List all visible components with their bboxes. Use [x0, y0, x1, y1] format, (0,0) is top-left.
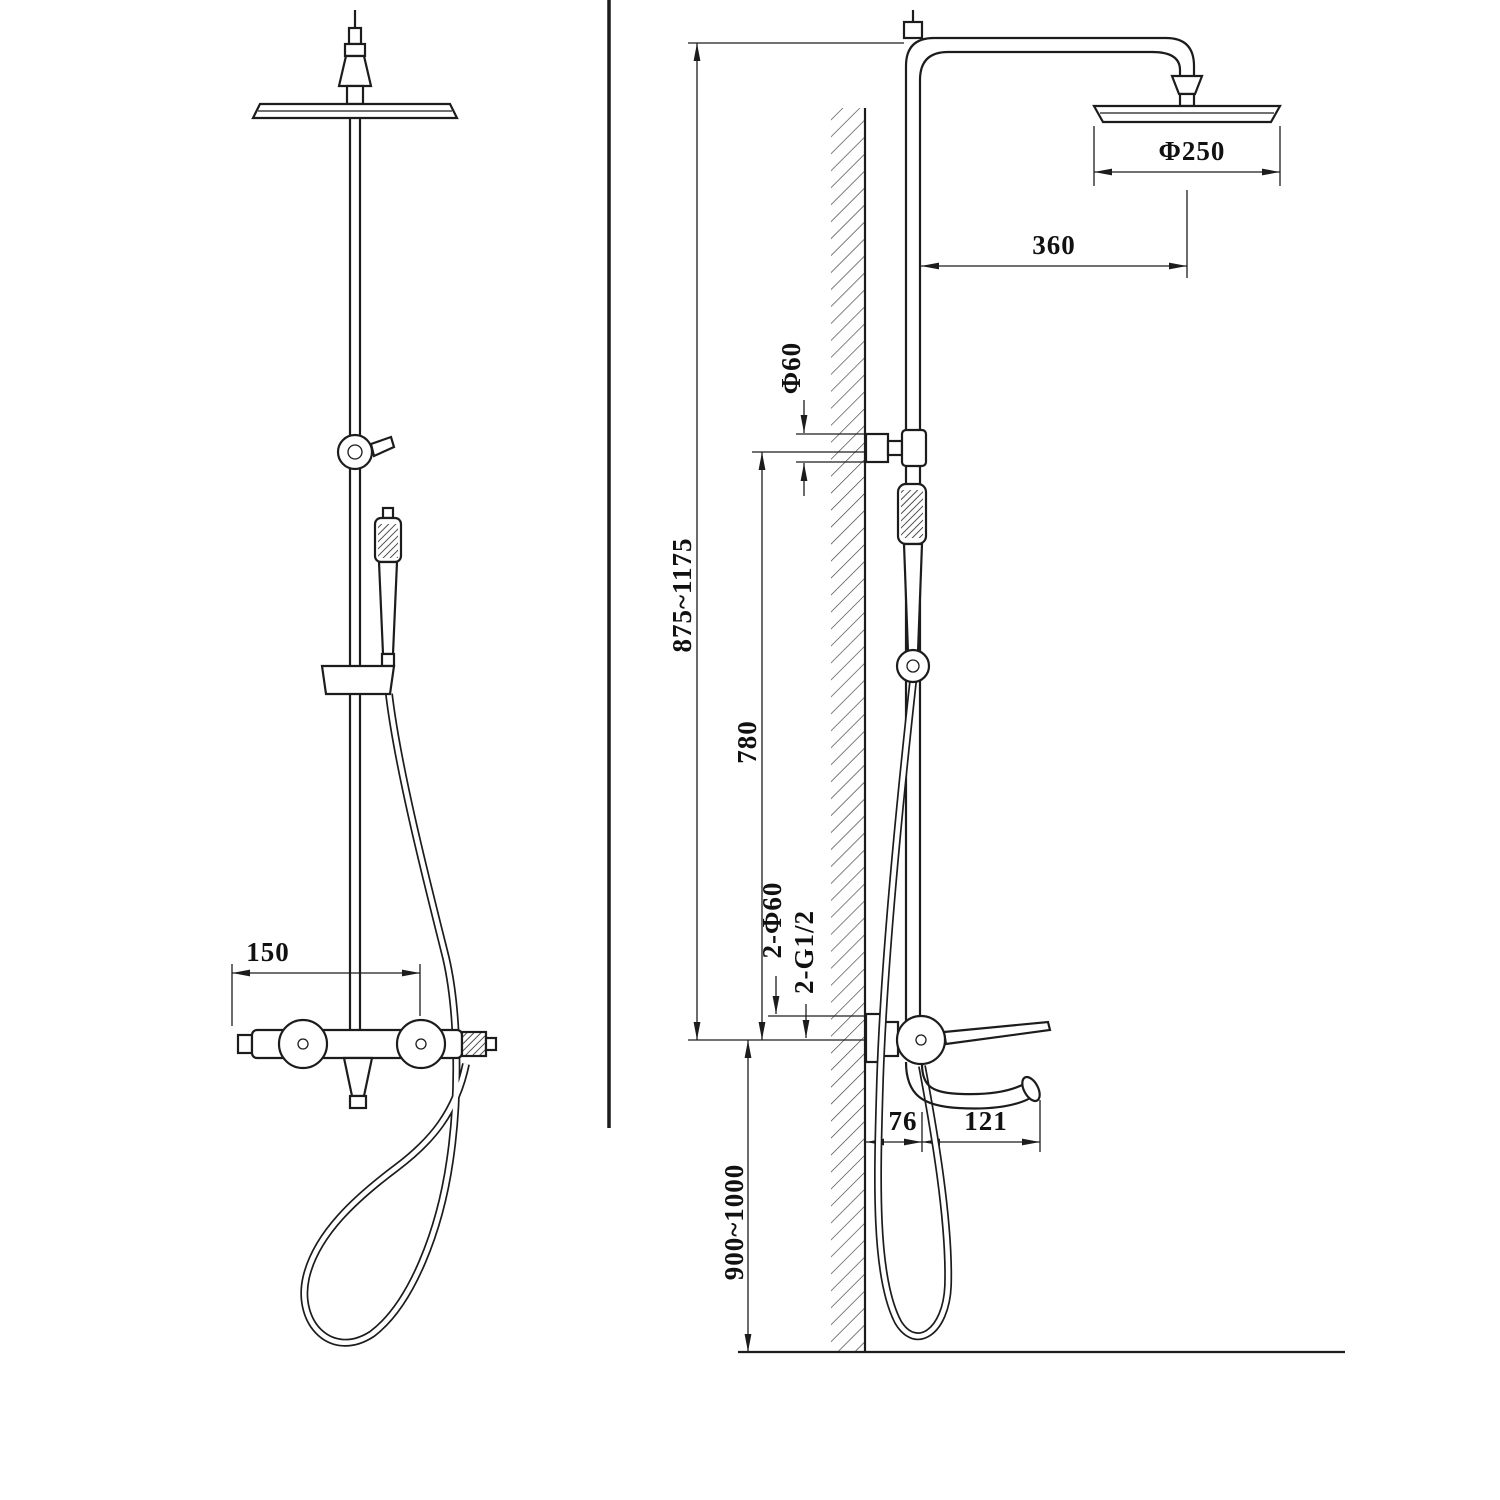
- dim-spout-reach-label: 121: [964, 1106, 1008, 1136]
- dim-valve-spacing-label: 150: [246, 937, 290, 967]
- rain-shower-head-side: [1092, 104, 1282, 124]
- valve-handle-left: [277, 1018, 329, 1070]
- riser-pipe-front: [348, 118, 362, 1032]
- wall-hatch: [831, 108, 865, 1352]
- riser-pipe-side: [902, 10, 1196, 1032]
- front-view: 150: [231, 10, 498, 1347]
- valve-handle-right: [395, 1018, 447, 1070]
- hand-shower-side: [896, 482, 928, 654]
- dim-head-diameter-label: Φ250: [1159, 136, 1226, 166]
- dim-inlet-flanges-label: 2-Φ60: [757, 882, 787, 959]
- hand-shower-front: [373, 506, 403, 668]
- dim-inlet-threads-label: 2-G1/2: [789, 910, 819, 994]
- rain-shower-head-front: [251, 102, 459, 120]
- tub-spout-front: [342, 1056, 374, 1098]
- dim-arm-reach: 360: [921, 190, 1188, 278]
- diverter-knob-front: [337, 10, 373, 106]
- dim-wall-bracket-diameter-label: Φ60: [776, 342, 806, 394]
- hand-shower-holder-front: [320, 664, 396, 696]
- slider-ring-front: [336, 433, 396, 471]
- shower-hose-front: [300, 693, 470, 1347]
- dim-mixer-install-height-label: 900~1000: [719, 1164, 749, 1281]
- dim-wall-to-riser-label: 76: [889, 1106, 918, 1136]
- mixer-valve-side: [895, 1014, 1052, 1066]
- dim-bracket-to-mixer: 780: [732, 451, 864, 1040]
- mixer-valve-front: [236, 1018, 498, 1110]
- dim-valve-spacing: 150: [231, 937, 421, 1026]
- hand-shower-holder-side: [895, 648, 931, 684]
- dim-bracket-to-mixer-label: 780: [732, 720, 762, 764]
- tub-spout-side: [904, 1061, 1041, 1110]
- dim-arm-reach-label: 360: [1032, 230, 1076, 260]
- wall-bracket-side: [864, 428, 928, 468]
- side-view: Φ250 360 Φ60 875~1175 780: [667, 10, 1345, 1354]
- wall-and-floor: [738, 108, 1345, 1354]
- shower-hose-side: [874, 681, 953, 1341]
- dim-wall-to-riser-and-spout-reach: 76 121: [866, 1100, 1041, 1152]
- spout-mouth: [1021, 1075, 1041, 1103]
- mixer-lever: [942, 1020, 1052, 1046]
- dim-riser-height-label: 875~1175: [667, 537, 697, 652]
- dim-wall-bracket-diameter: Φ60: [776, 342, 864, 496]
- dim-riser-height: 875~1175: [667, 42, 904, 1041]
- dim-inlet-connections: 2-Φ60 2-G1/2: [757, 882, 864, 1038]
- head-connector-side: [1170, 74, 1204, 108]
- dim-mixer-install-height: 900~1000: [719, 1040, 752, 1352]
- dim-head-diameter: Φ250: [1093, 126, 1281, 186]
